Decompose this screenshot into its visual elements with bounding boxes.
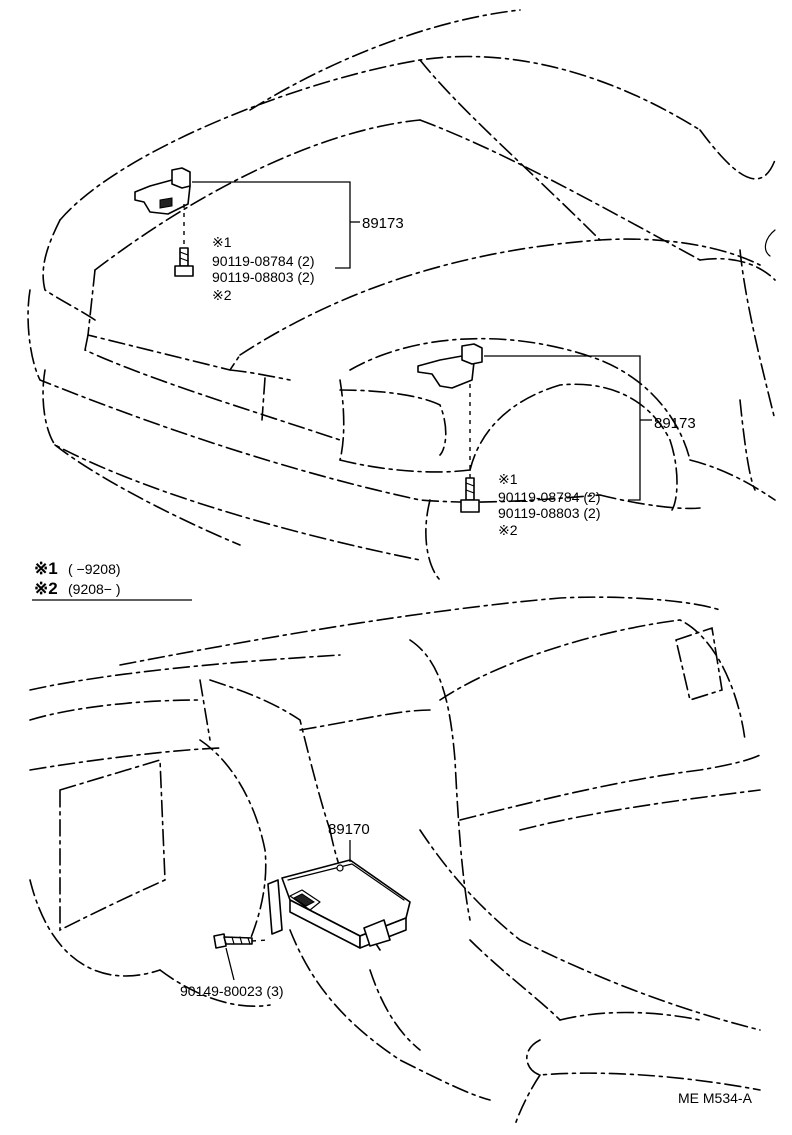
upper-left-bolt-1: 90119-08784 (2) bbox=[212, 253, 314, 269]
upper-right-note2-mark: ※2 bbox=[498, 522, 518, 538]
computer-bolt-number: 90149-80023 (3) bbox=[180, 983, 284, 999]
legend-row2-mark: ※2 bbox=[34, 579, 58, 598]
legend-row2-range: (9208− ) bbox=[68, 581, 121, 597]
vehicle-front-outline bbox=[27, 9, 776, 581]
dashboard-outline bbox=[29, 596, 761, 1126]
computer-bolt bbox=[213, 933, 269, 981]
upper-right-bolt-2: 90119-08803 (2) bbox=[498, 505, 600, 521]
legend-row1-mark: ※1 bbox=[34, 559, 58, 578]
drawing-code: ME M534-A bbox=[678, 1090, 753, 1106]
legend: ※1 ( −9208) ※2 (9208− ) bbox=[32, 559, 192, 601]
upper-right-bolt-1: 90119-08784 (2) bbox=[498, 489, 600, 505]
upper-right-sensor bbox=[417, 343, 652, 513]
computer-part-number: 89170 bbox=[328, 821, 370, 838]
upper-left-sensor bbox=[134, 167, 360, 277]
upper-left-bolt-2: 90119-08803 (2) bbox=[212, 269, 314, 285]
computer-unit bbox=[267, 840, 411, 949]
upper-left-part-number: 89173 bbox=[362, 215, 404, 232]
upper-left-bolt bbox=[174, 247, 194, 277]
upper-right-bolt bbox=[460, 477, 480, 513]
upper-right-part-number: 89173 bbox=[654, 415, 696, 432]
upper-left-note1-mark: ※1 bbox=[212, 234, 232, 250]
upper-right-note1-mark: ※1 bbox=[498, 471, 518, 487]
legend-row1-range: ( −9208) bbox=[68, 561, 121, 577]
upper-left-note2-mark: ※2 bbox=[212, 287, 232, 303]
